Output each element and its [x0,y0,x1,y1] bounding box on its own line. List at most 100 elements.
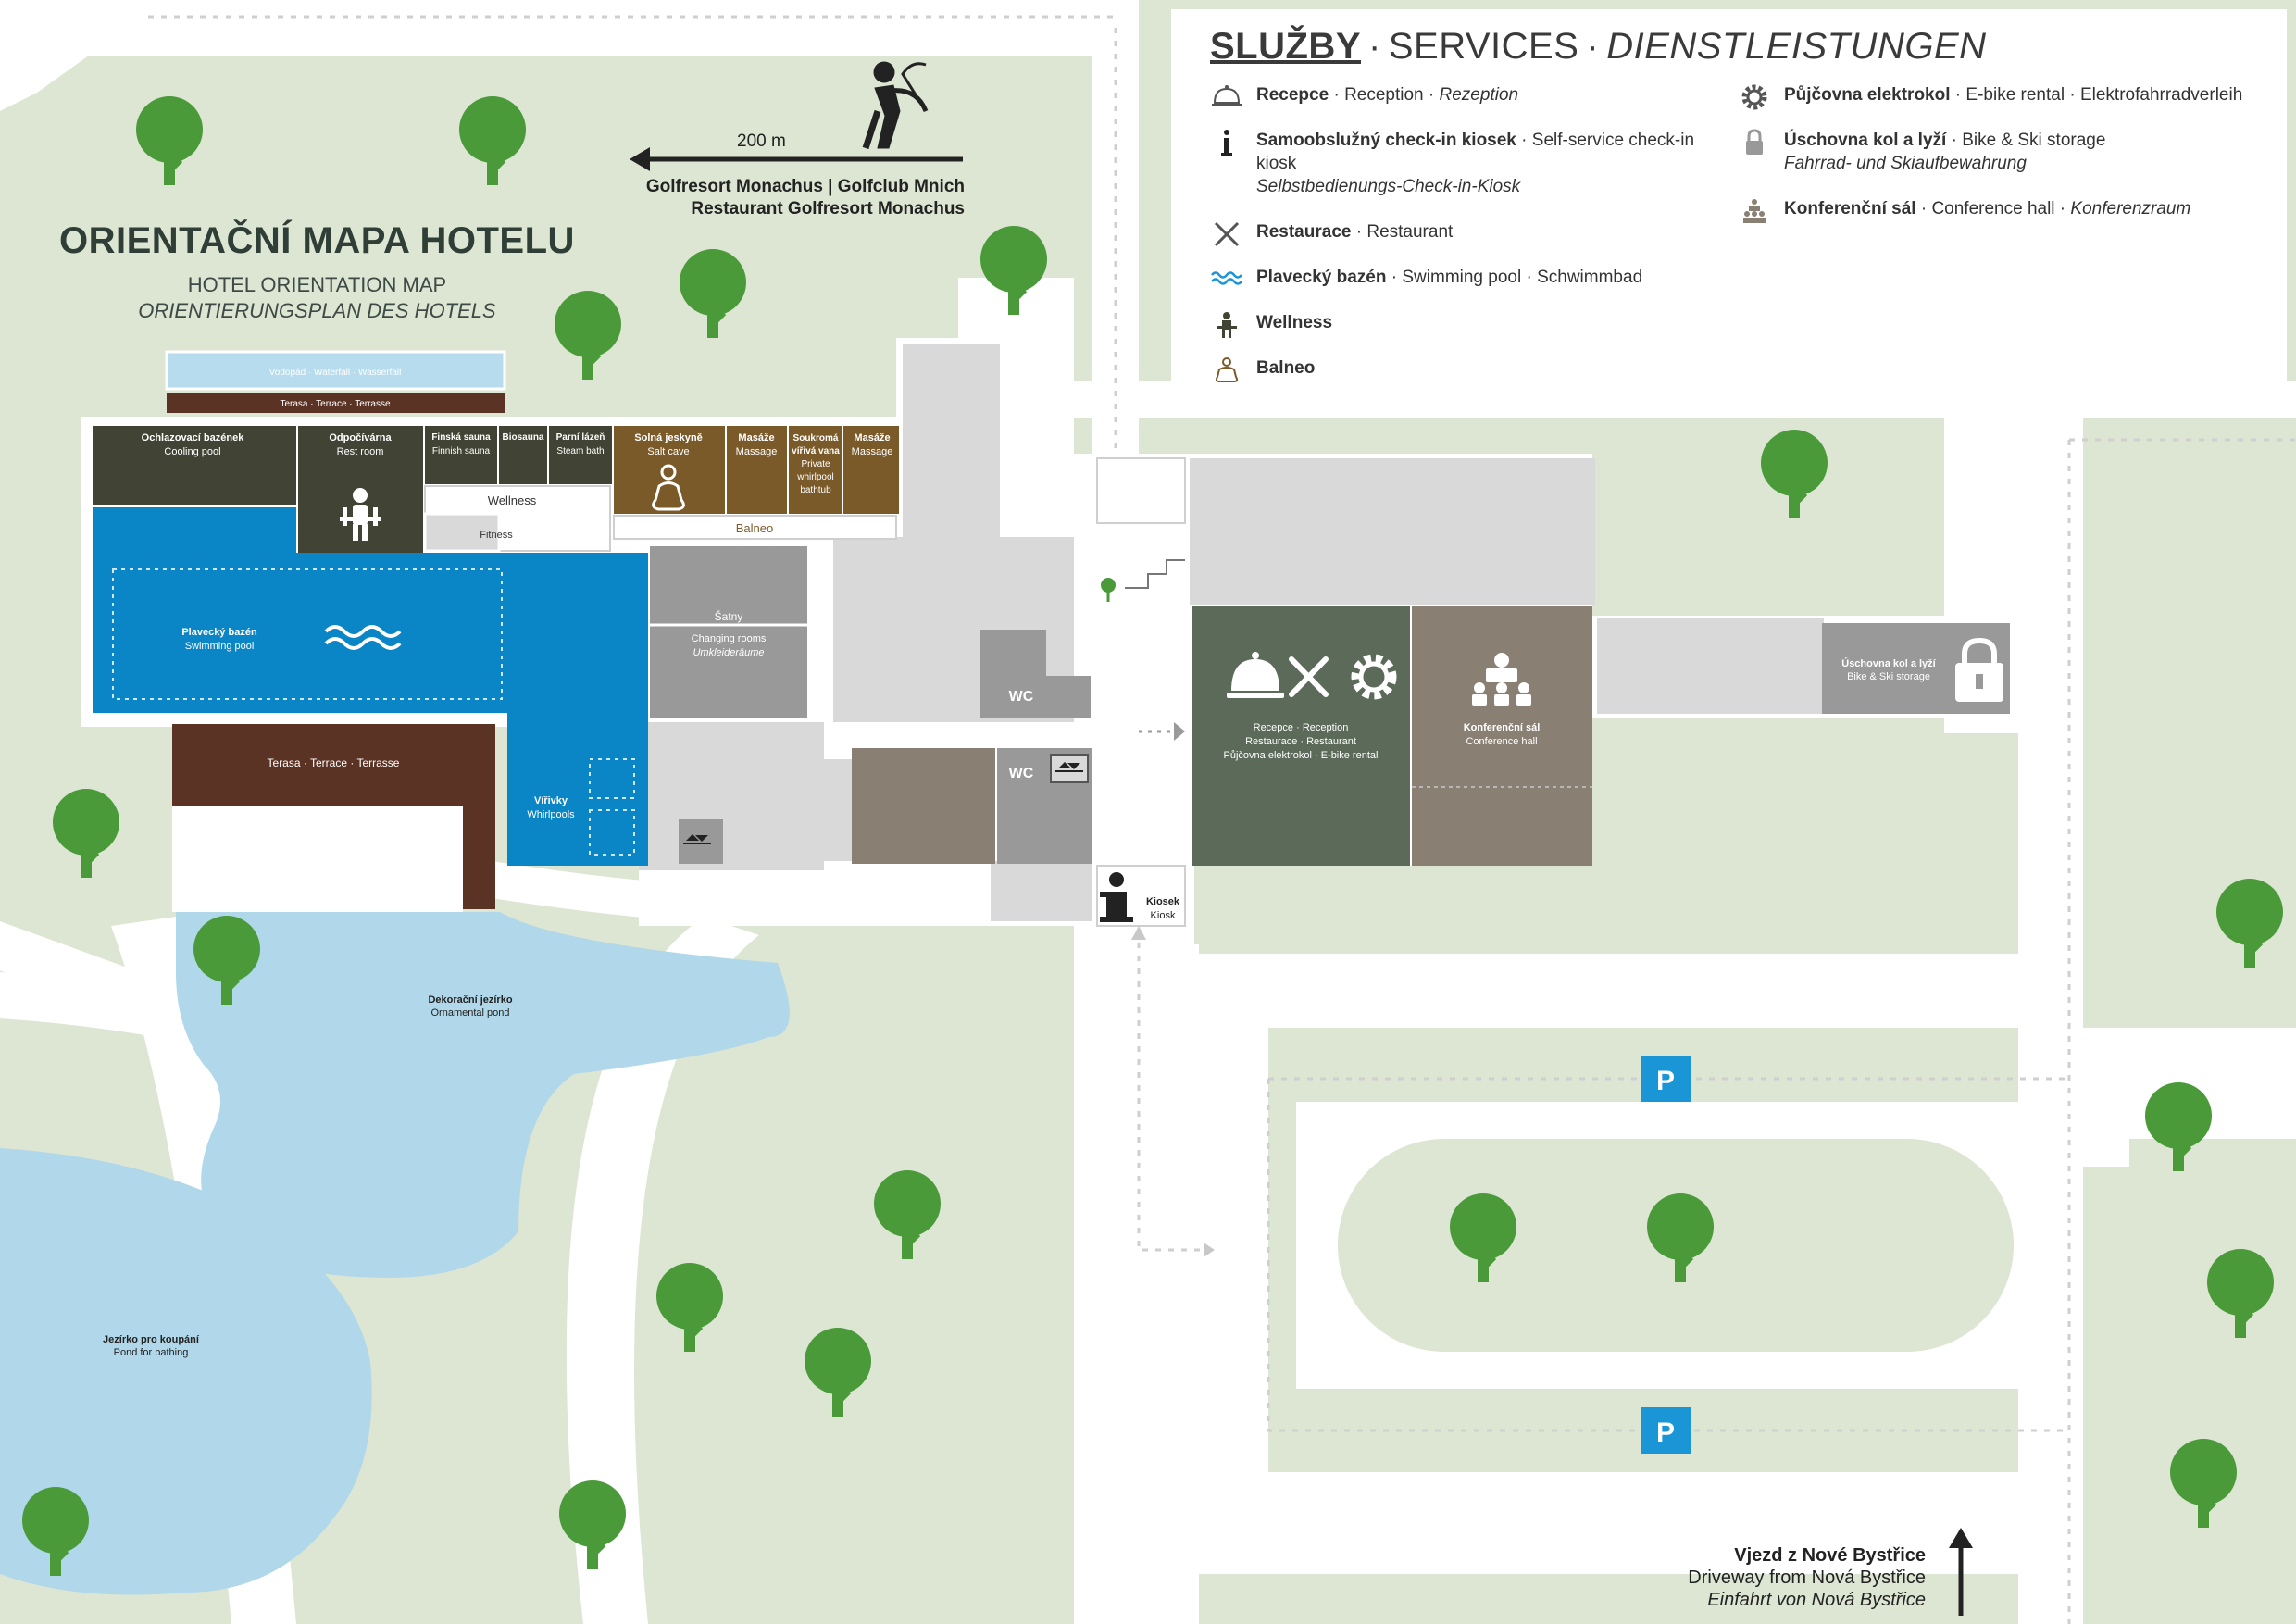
conference-icon [1472,653,1531,706]
map-subtitle-en: HOTEL ORIENTATION MAP [187,273,447,296]
gear-icon [1351,654,1397,700]
private-whirlpool-label-5: bathtub [800,485,831,495]
reception-restaurant-block [1192,606,1410,866]
cutlery-icon [1289,656,1329,697]
tree [805,1328,871,1417]
salt-cave-label-en: Salt cave [647,446,689,457]
bathing-pond-label-en: Pond for bathing [114,1347,189,1358]
conference-label-en: Conference hall [1466,736,1537,747]
private-whirlpool-room [789,426,842,514]
wellness-sauna-icon [1217,312,1237,338]
ornamental-pond-label-en: Ornamental pond [431,1007,510,1018]
legend-column-right: Půjčovna elektrokol · E-bike rental · El… [1738,83,2256,243]
legend-title-de: DIENSTLEISTUNGEN [1606,26,1987,67]
parking-sign-2: P [1641,1407,1691,1454]
parking-sign-2-label: P [1656,1418,1675,1448]
tree [656,1263,723,1352]
biosauna-room [499,426,547,484]
tree [559,1480,626,1569]
finnish-sauna-label-en: Finnish sauna [432,446,491,456]
cooling-pool-label-en: Cooling pool [164,446,220,457]
tree [2216,879,2283,968]
driveway-label: Vjezd z Nové Bystřice Driveway from Nová… [1648,1544,1926,1611]
private-whirlpool-label-4: whirlpool [796,472,833,482]
bathing-pond-label: Jezírko pro koupání [103,1334,200,1345]
trees [22,96,2283,1576]
tree [1761,430,1828,518]
balneo-label: Balneo [736,521,773,535]
balneo-meditation-icon [1215,357,1239,382]
pool-label-en: Swimming pool [185,641,255,652]
massage-room-1 [727,426,787,514]
golf-destination: Golfresort Monachus | Golfclub Mnich Res… [593,176,965,220]
water-waves-icon [1211,271,1242,285]
legend-title-en: SERVICES [1388,26,1579,67]
massage-2-label-en: Massage [852,446,893,457]
legend-item-reception: Recepce · Reception · Rezeption [1210,83,1728,106]
rest-room-label: Odpočívárna [329,432,392,443]
kiosk-label: Kiosek [1146,896,1180,907]
cutlery-icon [1214,221,1240,247]
map-title-block: ORIENTAČNÍ MAPA HOTELU HOTEL ORIENTATION… [59,220,575,323]
ornamental-pond [176,912,790,1278]
changing-rooms [650,546,807,718]
steam-bath-label-en: Steam bath [556,446,604,456]
legend-item-ebike: Půjčovna elektrokol · E-bike rental · El… [1738,83,2256,110]
cooling-pool-label: Ochlazovací bazének [142,432,245,443]
kiosk-label-en: Kiosk [1151,910,1176,921]
tree [459,96,526,185]
tree [1450,1193,1516,1282]
massage-room-2 [843,426,899,514]
massage-1-label-en: Massage [736,446,778,457]
steam-bath-label: Parní lázeň [556,432,605,443]
waterfall [165,350,506,391]
changing-rooms-label: Šatny [715,609,743,623]
padlock-icon [1955,637,2003,702]
ornamental-pond-label: Dekorační jezírko [428,994,512,1006]
pool-label: Plavecký bazén [181,627,257,638]
wc-label-2: WC [1009,766,1034,781]
terrace-top-label: Terasa · Terrace · Terrasse [280,399,391,409]
bike-storage-label-en: Bike & Ski storage [1847,671,1930,682]
tree [2145,1082,2212,1171]
golfer-icon [862,61,929,150]
swimming-pool-area [93,507,648,866]
tree [22,1487,89,1576]
driveway-en: Driveway from Nová Bystřice [1688,1568,1926,1588]
info-icon [1221,130,1232,156]
finnish-sauna-room [425,426,497,484]
legend-item-pool: Plavecký bazén · Swimming pool · Schwimm… [1210,266,1728,289]
pool-waves-icon [324,625,402,650]
private-whirlpool-label-3: Private [801,459,830,469]
services-legend: SLUŽBY·SERVICES·DIENSTLEISTUNGEN Recepce… [1171,9,2287,382]
salt-cave-room [614,426,725,514]
rest-room-label-en: Rest room [337,446,384,457]
legend-title: SLUŽBY·SERVICES·DIENSTLEISTUNGEN [1210,26,1987,67]
legend-title-cz: SLUŽBY [1210,26,1361,67]
salt-cave-meditation-icon [652,464,685,511]
elevator-icon [683,762,1083,844]
tree [136,96,203,185]
terrace-top [167,393,505,413]
conference-label: Konferenční sál [1464,722,1541,733]
wc-label-1: WC [1009,689,1034,705]
driveway-cz: Vjezd z Nové Bystřice [1734,1545,1926,1566]
tree [874,1170,941,1259]
legend-item-kiosk: Samoobslužný check-in kiosek · Self-serv… [1210,129,1728,198]
walking-paths [148,15,2296,1624]
rest-room-sauna-icon [340,488,381,541]
golf-direction [630,147,963,171]
tree [53,789,119,878]
biosauna-label: Biosauna [502,432,543,443]
legend-item-wellness: Wellness [1210,311,1728,338]
massage-2-label: Masáže [854,432,890,443]
tree [680,249,746,338]
legend-item-restaurant: Restaurace · Restaurant [1210,220,1728,247]
map-subtitle-de: ORIENTIERUNGSPLAN DES HOTELS [138,299,496,322]
conference-icon [1743,199,1766,223]
parking-sign-1-label: P [1656,1066,1675,1096]
tree [555,291,621,380]
golf-distance: 200 m [737,131,786,151]
private-whirlpool-label-2: vířivá vana [792,446,840,456]
